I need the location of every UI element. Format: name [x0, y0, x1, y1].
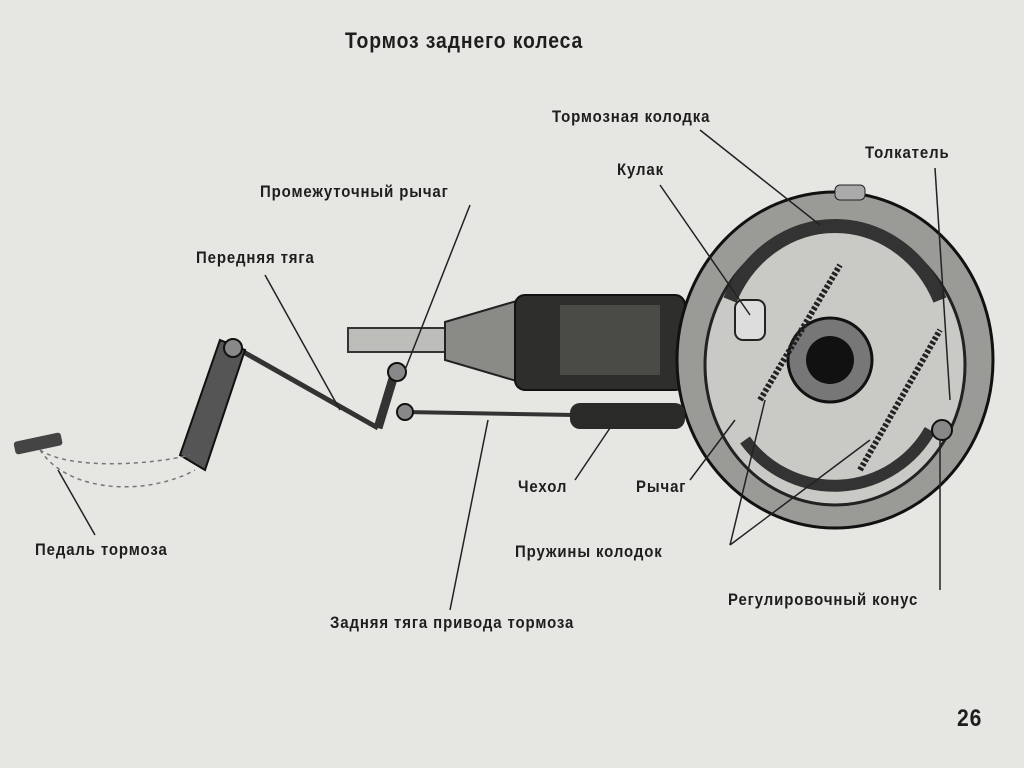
pivot: [223, 338, 243, 358]
label-lever: Рычаг: [636, 477, 687, 496]
label-rear-rod: Задняя тяга привода тормоза: [330, 613, 575, 632]
front-rod: [238, 347, 380, 431]
label-pusher: Толкатель: [865, 143, 950, 162]
label-shoe-springs: Пружины колодок: [515, 542, 663, 561]
label-front-rod: Передняя тяга: [196, 248, 315, 267]
pedal-lever: [178, 338, 247, 472]
axle-housing-cone: [444, 298, 521, 384]
pivot-3: [396, 403, 414, 421]
axle-tube: [347, 327, 459, 353]
cam-shape: [734, 299, 766, 341]
spring: [757, 263, 843, 402]
rear-rod: [404, 410, 576, 417]
pusher-shape: [931, 419, 953, 441]
label-brake-shoe: Тормозная колодка: [552, 107, 711, 126]
intermediate-lever-shape: [373, 370, 400, 430]
brake-shoe-shape: [723, 219, 947, 303]
rubber-cover: [570, 403, 685, 429]
label-cam: Кулак: [617, 160, 664, 179]
label-adjusting-cone: Регулировочный конус: [728, 590, 919, 609]
label-intermediate-lever: Промежуточный рычаг: [260, 182, 449, 201]
hub-bore: [806, 336, 854, 384]
leader-lines: [57, 129, 951, 611]
top-boss: [834, 184, 866, 201]
pedal-pad: [13, 432, 63, 455]
axle-housing-highlight: [560, 305, 660, 375]
pedal-travel: [39, 449, 196, 488]
diagram-title: Тормоз заднего колеса: [345, 28, 584, 53]
pivot-2: [387, 362, 407, 382]
page-number: 26: [957, 705, 983, 732]
label-cover: Чехол: [518, 477, 568, 496]
label-brake-pedal: Педаль тормоза: [35, 540, 168, 559]
brake-shoe-shape-lower: [740, 427, 936, 492]
spring-2: [857, 328, 943, 472]
